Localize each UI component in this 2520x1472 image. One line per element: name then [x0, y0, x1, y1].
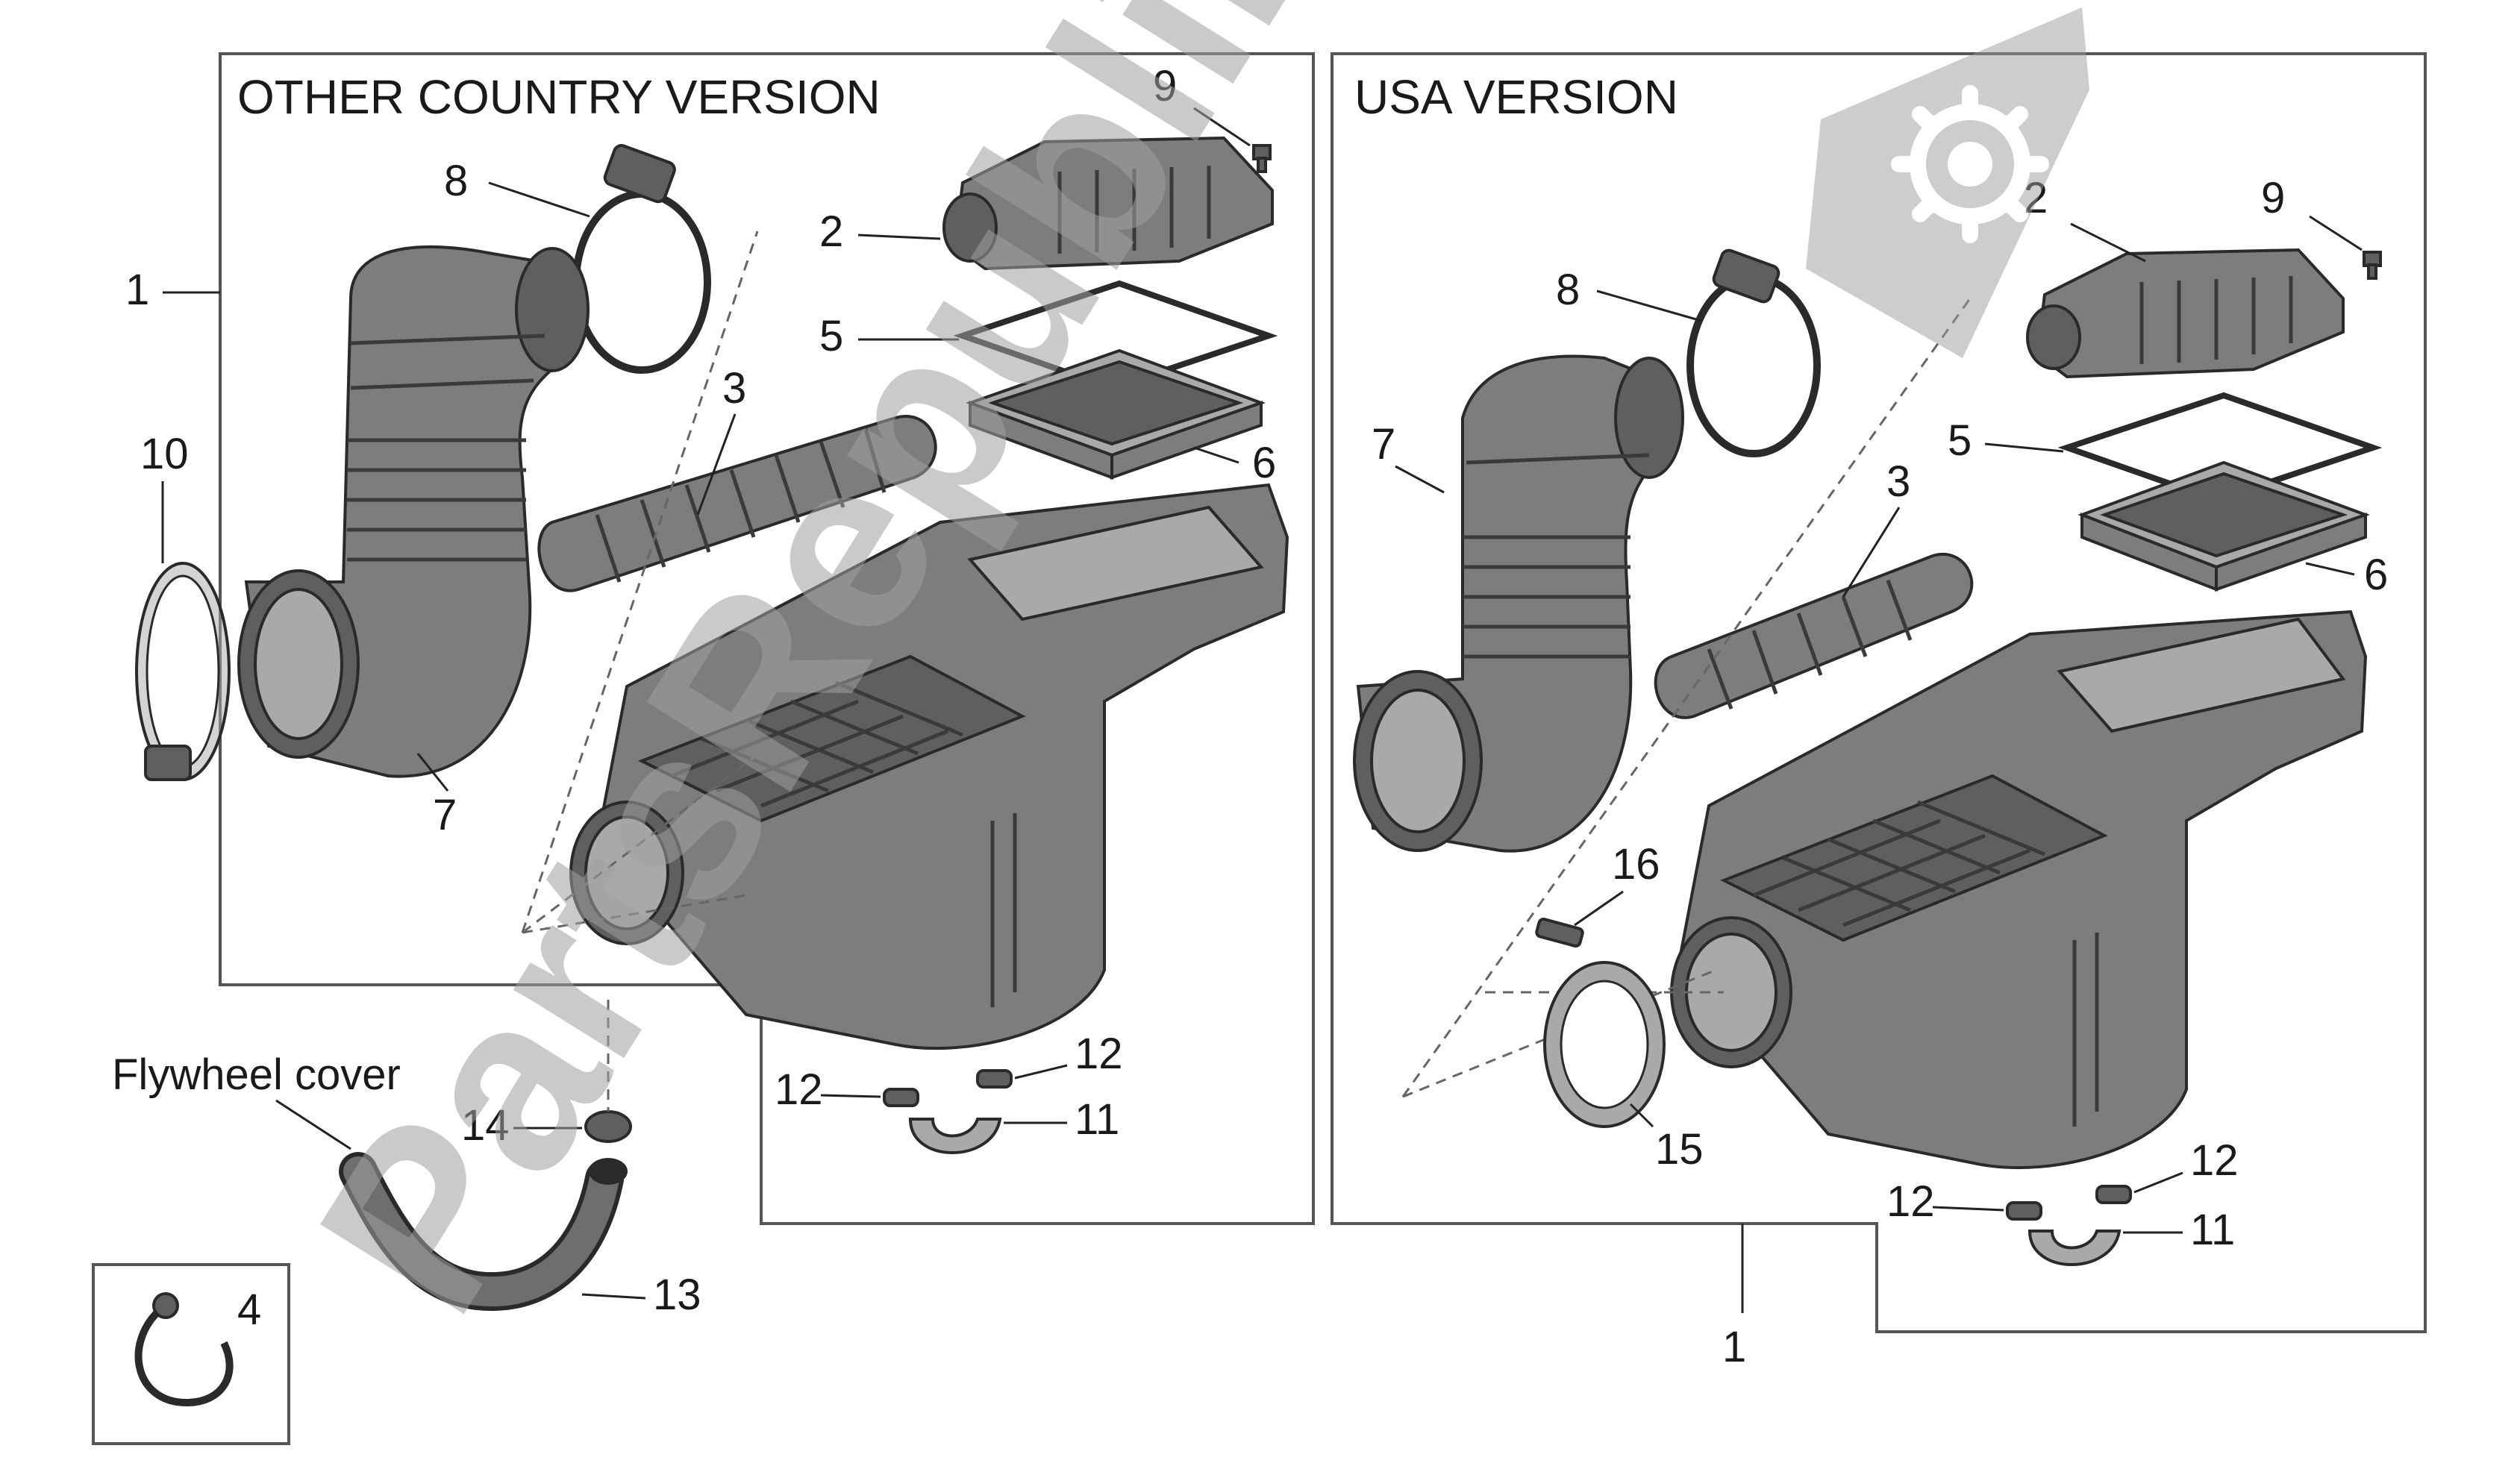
left-label-6: 6 [1252, 439, 1276, 487]
right-panel-title: USA VERSION [1354, 70, 1678, 124]
right-label-9: 9 [2261, 174, 2285, 222]
inset-label-4: 4 [237, 1285, 261, 1334]
intake-hose-7-usa [1353, 354, 1684, 853]
gear-icon [1806, 7, 2089, 358]
inset-box: 4 [92, 1263, 290, 1445]
right-label-7: 7 [1372, 420, 1395, 469]
hose-clip-12a [883, 1088, 919, 1107]
right-panel: USA VERSION 1 8 7 3 [1331, 52, 2427, 1371]
left-label-1: 1 [125, 266, 149, 314]
intake-hose-7 [237, 245, 590, 778]
right-label-3: 3 [1886, 457, 1910, 506]
watermark: PartsRepublik [266, 0, 2089, 1356]
left-label-8: 8 [444, 157, 468, 205]
air-filter-6-usa [2077, 460, 2370, 592]
airbox-body [569, 483, 1289, 1050]
flywheel-label-14: 14 [461, 1101, 510, 1150]
hose-clip-12b-usa [2095, 1185, 2132, 1204]
drain-cap-11-usa [2027, 1230, 2122, 1266]
left-label-12b: 12 [1075, 1030, 1123, 1078]
left-label-12a: 12 [775, 1065, 823, 1114]
hose-clamp-10 [135, 562, 231, 781]
right-label-11: 11 [2190, 1206, 2235, 1254]
right-label-12a: 12 [1886, 1177, 1935, 1226]
right-label-1: 1 [1722, 1323, 1746, 1371]
wire-clip-4 [134, 1292, 234, 1407]
left-label-10: 10 [140, 430, 189, 478]
hose-clip-12b [976, 1069, 1013, 1089]
right-label-6: 6 [2364, 551, 2388, 599]
breather-pin-16 [1535, 917, 1584, 948]
left-label-11: 11 [1075, 1095, 1119, 1144]
left-label-7: 7 [433, 791, 457, 839]
screw-9 [1252, 144, 1272, 173]
hose-clip-12a-usa [2006, 1201, 2042, 1221]
hose-clamp-8-usa [1686, 248, 1821, 457]
flywheel-label-13: 13 [653, 1271, 701, 1319]
right-label-12b: 12 [2190, 1136, 2239, 1185]
intake-tube-3-usa [1654, 553, 1974, 719]
left-label-3: 3 [722, 364, 746, 413]
left-panel-title: OTHER COUNTRY VERSION [237, 70, 881, 124]
air-filter-6 [966, 348, 1266, 480]
hose-clamp-8 [572, 144, 711, 374]
airbox-cover-2 [942, 136, 1274, 271]
right-label-15: 15 [1655, 1125, 1704, 1174]
airbox-body-usa [1670, 610, 2368, 1170]
intake-tube-3 [537, 415, 937, 592]
right-panel-frame [1331, 52, 2427, 1333]
airbox-cover-2-usa [2026, 248, 2345, 379]
screw-9-usa [2363, 251, 2382, 280]
intake-sleeve-15 [1543, 961, 1666, 1128]
drain-cap-11 [908, 1118, 1002, 1154]
right-label-16: 16 [1612, 840, 1660, 889]
left-label-5: 5 [819, 312, 843, 360]
right-label-5: 5 [1948, 416, 1972, 465]
left-panel-frame [219, 52, 1315, 1225]
inset-frame [92, 1263, 290, 1445]
right-label-8: 8 [1556, 266, 1580, 314]
flywheel-hose-group: Flywheel cover 14 13 [112, 1000, 701, 1319]
left-panel: OTHER COUNTRY VERSION 1 10 8 7 [125, 52, 1315, 1225]
flywheel-caption: Flywheel cover [112, 1050, 401, 1099]
left-label-9: 9 [1153, 62, 1177, 110]
left-label-2: 2 [819, 207, 843, 256]
